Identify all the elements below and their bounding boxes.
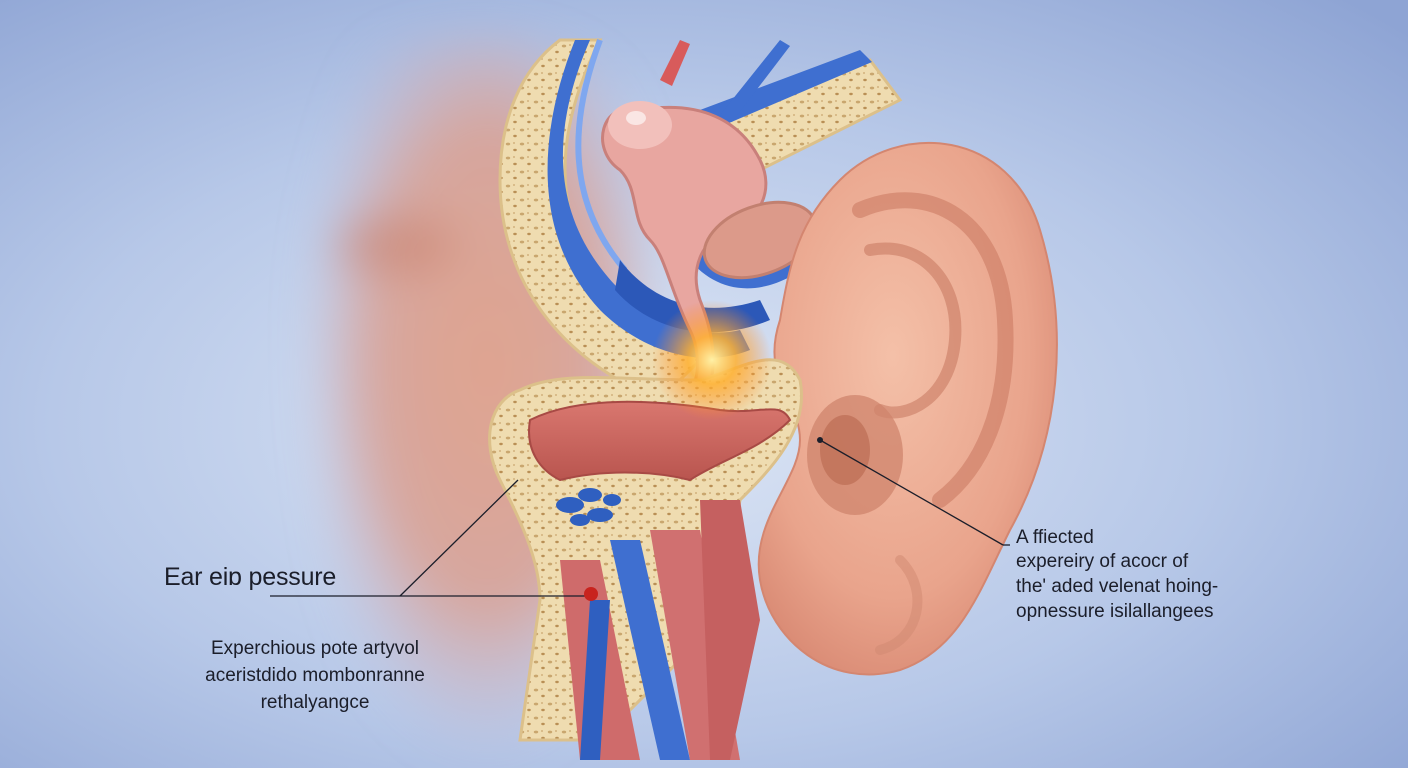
right-description-line: A ffiected [1016,527,1094,548]
left-description-line: Experchious pote artyvol [210,638,420,659]
ossicle [601,101,818,397]
ear-pressure-label: Ear eiɒ pessure [164,563,337,591]
right-description-line: opnessure isilallangees [1016,601,1214,622]
marker-dot-ear [817,437,823,443]
inflammation-glow [652,300,772,420]
leader-line-right [819,439,1004,546]
left-description-line: aceristdido mombonranne [205,665,425,686]
right-description-line: expereiry of acocr of [1016,551,1189,572]
right-description-line: the' aded velenat hoing- [1016,576,1219,597]
outer-ear-pinna [757,141,1058,676]
leader-lines [270,439,1010,597]
left-description-line: rethalyangce [260,692,370,713]
marker-dot-red [584,587,598,601]
vessel-cluster [556,488,621,526]
leader-line-left-diagonal [399,479,519,597]
lower-tissue [488,358,803,760]
